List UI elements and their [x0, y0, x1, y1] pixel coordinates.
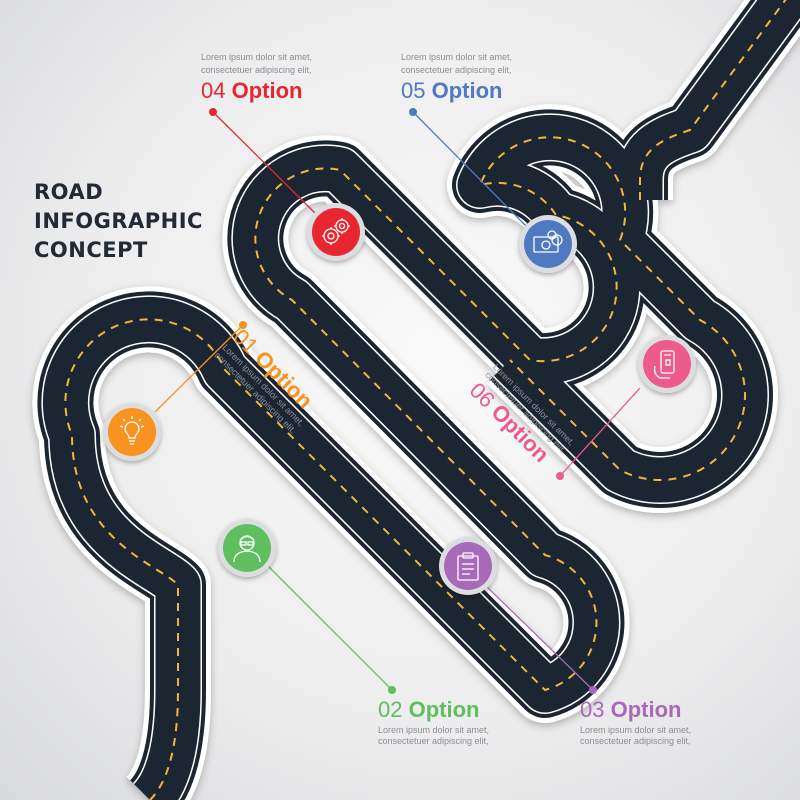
winding-road	[32, 0, 800, 800]
person-icon	[233, 535, 261, 563]
option-03-label: 03 Option	[580, 697, 691, 723]
option-04-disc	[307, 203, 365, 261]
option-02-desc-line-1: Lorem ipsum dolor sit amet,	[378, 725, 490, 735]
mobile-payment-icon	[653, 350, 675, 379]
option-05: Lorem ipsum dolor sit amet, consectetuer…	[401, 52, 512, 104]
option-02-disc	[218, 519, 276, 577]
option-02-number: 02	[378, 697, 403, 722]
option-04-label: 04 Option	[201, 78, 312, 104]
page-title: ROAD INFOGRAPHIC CONCEPT	[34, 178, 203, 265]
option-03: 03 Option Lorem ipsum dolor sit amet, co…	[580, 697, 691, 747]
option-06-disc	[638, 335, 696, 393]
gears-icon	[322, 218, 350, 245]
connector-lines	[154, 111, 641, 691]
option-04-word: Option	[231, 78, 303, 103]
option-04-desc-line-1: Lorem ipsum dolor sit amet,	[201, 52, 313, 62]
option-03-number: 03	[580, 697, 605, 722]
option-05-desc-line-2: consectetuer adipiscing elit,	[401, 65, 512, 75]
option-05-desc-line-1: Lorem ipsum dolor sit amet,	[401, 52, 513, 62]
connector-02	[264, 562, 393, 691]
option-03-desc-line-2: consectetuer adipiscing elit,	[580, 736, 691, 746]
option-04-desc-line-2: consectetuer adipiscing elit,	[201, 65, 312, 75]
title-line-2: INFOGRAPHIC	[34, 209, 203, 233]
connector-03	[484, 584, 594, 691]
option-05-number: 05	[401, 78, 426, 103]
lightbulb-icon	[119, 416, 145, 445]
option-05-word: Option	[431, 78, 503, 103]
option-03-disc	[439, 537, 497, 595]
option-05-label: 05 Option	[401, 78, 512, 104]
option-02-desc-line-2: consectetuer adipiscing elit,	[378, 736, 489, 746]
money-icon	[533, 230, 563, 253]
connector-04	[212, 111, 321, 219]
option-04: Lorem ipsum dolor sit amet, consectetuer…	[201, 52, 312, 104]
option-03-desc-line-1: Lorem ipsum dolor sit amet,	[580, 725, 692, 735]
title-line-1: ROAD	[34, 180, 104, 204]
title-line-3: CONCEPT	[34, 238, 148, 262]
connector-01	[154, 324, 244, 413]
option-02: 02 Option Lorem ipsum dolor sit amet, co…	[378, 697, 489, 747]
option-02-word: Option	[408, 697, 480, 722]
option-01-disc	[103, 403, 161, 461]
option-05-disc	[519, 215, 577, 273]
connector-05	[412, 111, 529, 229]
option-02-label: 02 Option	[378, 697, 489, 723]
lane-marking	[64, 0, 787, 800]
option-03-word: Option	[610, 697, 682, 722]
option-04-number: 04	[201, 78, 226, 103]
connector-06	[559, 387, 641, 477]
option-discs	[103, 203, 696, 595]
clipboard-icon	[457, 552, 479, 581]
connector-dots	[209, 108, 597, 694]
